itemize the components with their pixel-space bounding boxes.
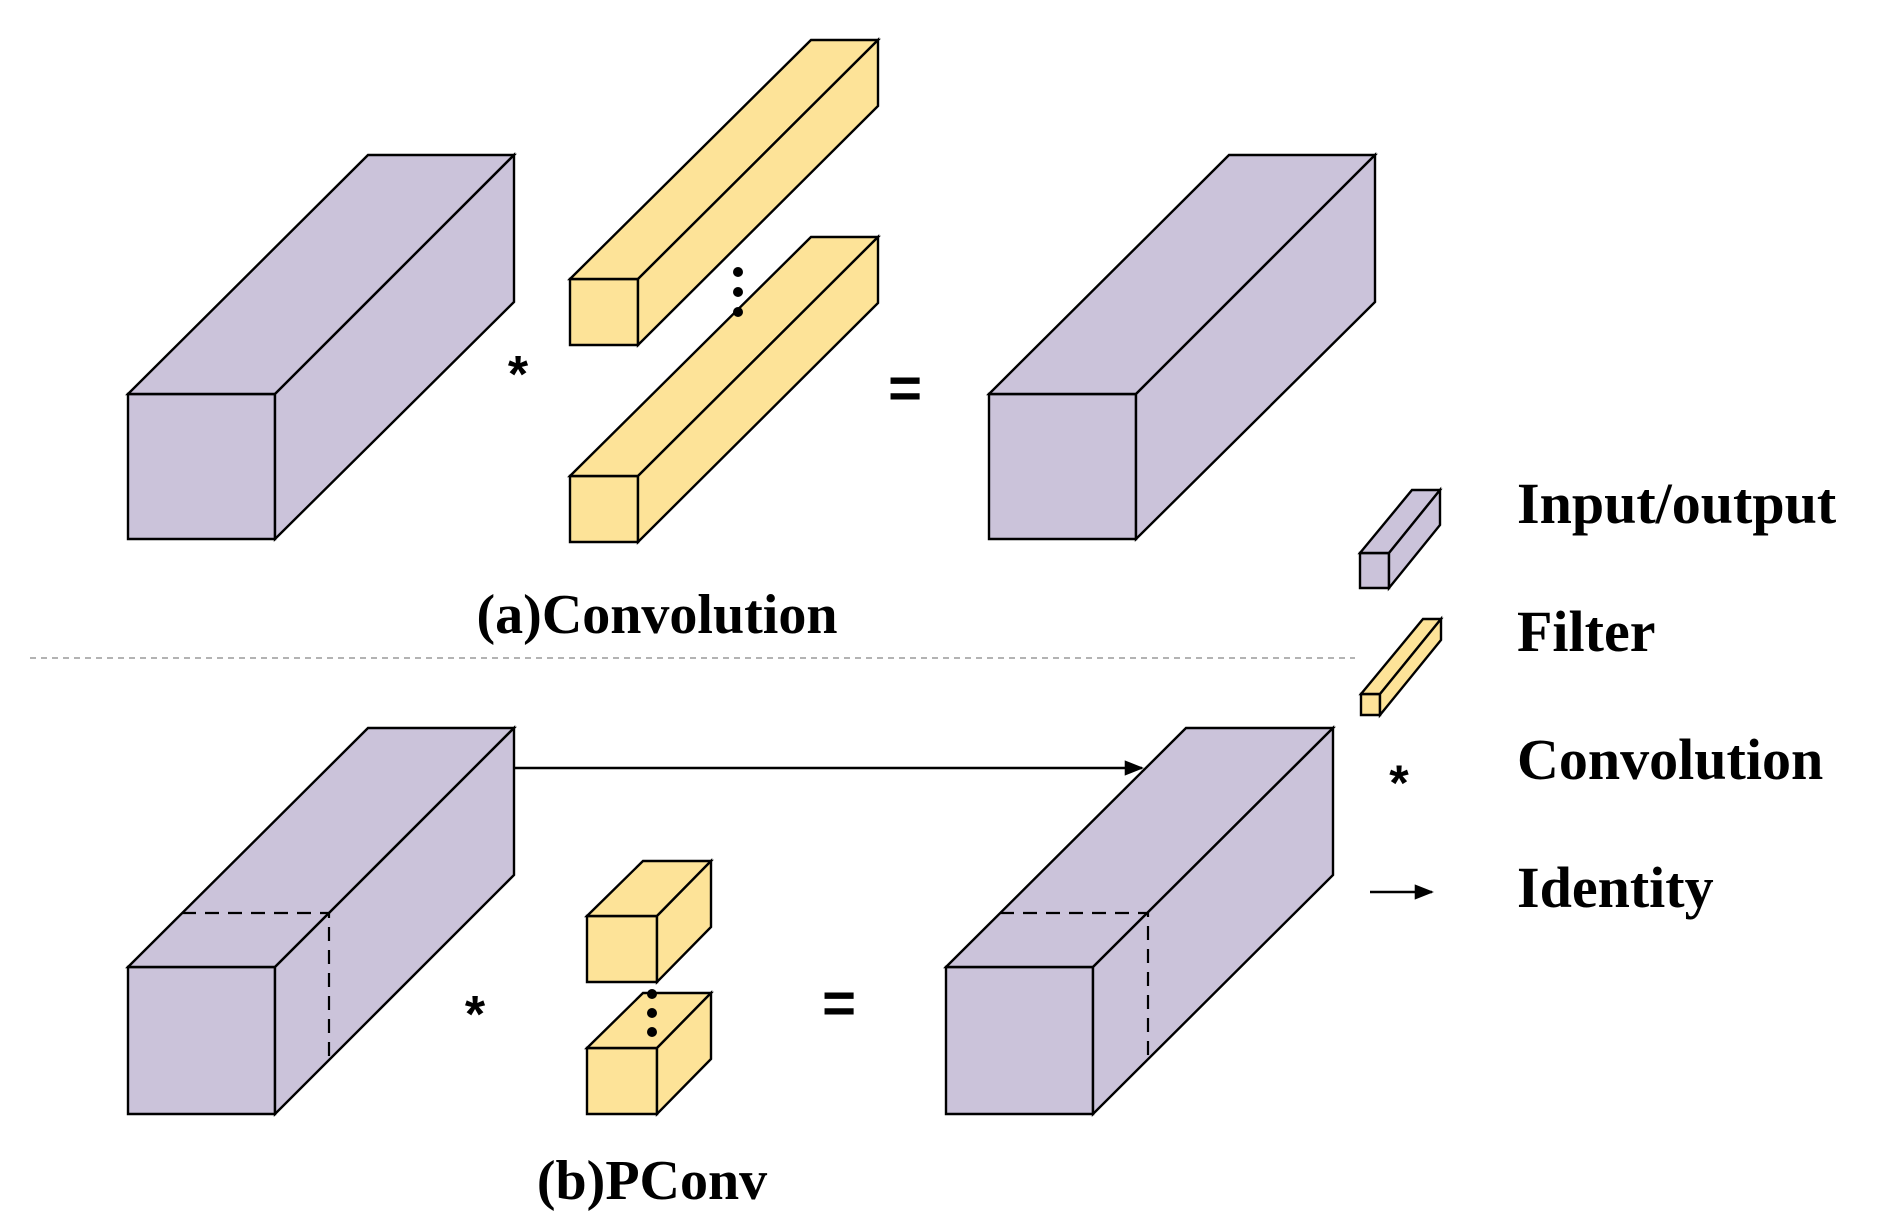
asterisk-icon: * xyxy=(1389,755,1409,811)
conv-operator: * xyxy=(508,346,529,404)
legend-label-identity: Identity xyxy=(1517,855,1714,920)
conv-filter-top xyxy=(567,37,881,348)
conv-equals: = xyxy=(888,356,922,421)
legend-label-filter: Filter xyxy=(1517,599,1655,664)
legend-label-io: Input/output xyxy=(1517,471,1837,536)
conv-filter-bottom xyxy=(567,234,881,545)
legend-item-convolution: * Convolution xyxy=(1389,727,1823,811)
partial-channel-outline xyxy=(1000,911,1150,1058)
cuboid-icon xyxy=(1357,486,1443,592)
pconv-section: * = (b)PConv xyxy=(125,725,1336,1212)
legend-item-io: Input/output xyxy=(1357,471,1837,592)
conv-input-cuboid xyxy=(125,152,517,542)
legend-item-filter: Filter xyxy=(1358,599,1655,719)
pconv-input-cuboid xyxy=(125,725,517,1117)
pconv-filter-ellipsis xyxy=(647,989,657,1037)
pconv-equals: = xyxy=(822,971,856,1036)
pconv-filter-bottom xyxy=(584,990,714,1117)
conv-output-cuboid xyxy=(986,152,1378,542)
caption-pconv: (b)PConv xyxy=(537,1150,767,1212)
pconv-output-cuboid xyxy=(943,725,1336,1117)
conv-filter-ellipsis xyxy=(733,267,743,317)
pconv-operator: * xyxy=(465,986,486,1044)
convolution-section: * = (a)Convolution xyxy=(125,37,1378,646)
legend-item-identity: Identity xyxy=(1370,855,1714,920)
legend-label-convolution: Convolution xyxy=(1517,727,1823,792)
pconv-filter-top xyxy=(584,858,714,985)
partial-channel-outline xyxy=(182,911,331,1058)
caption-convolution: (a)Convolution xyxy=(477,584,838,646)
legend: Input/output Filter * Convolution Identi… xyxy=(1357,471,1837,920)
filter-cuboid-icon xyxy=(1358,615,1444,719)
